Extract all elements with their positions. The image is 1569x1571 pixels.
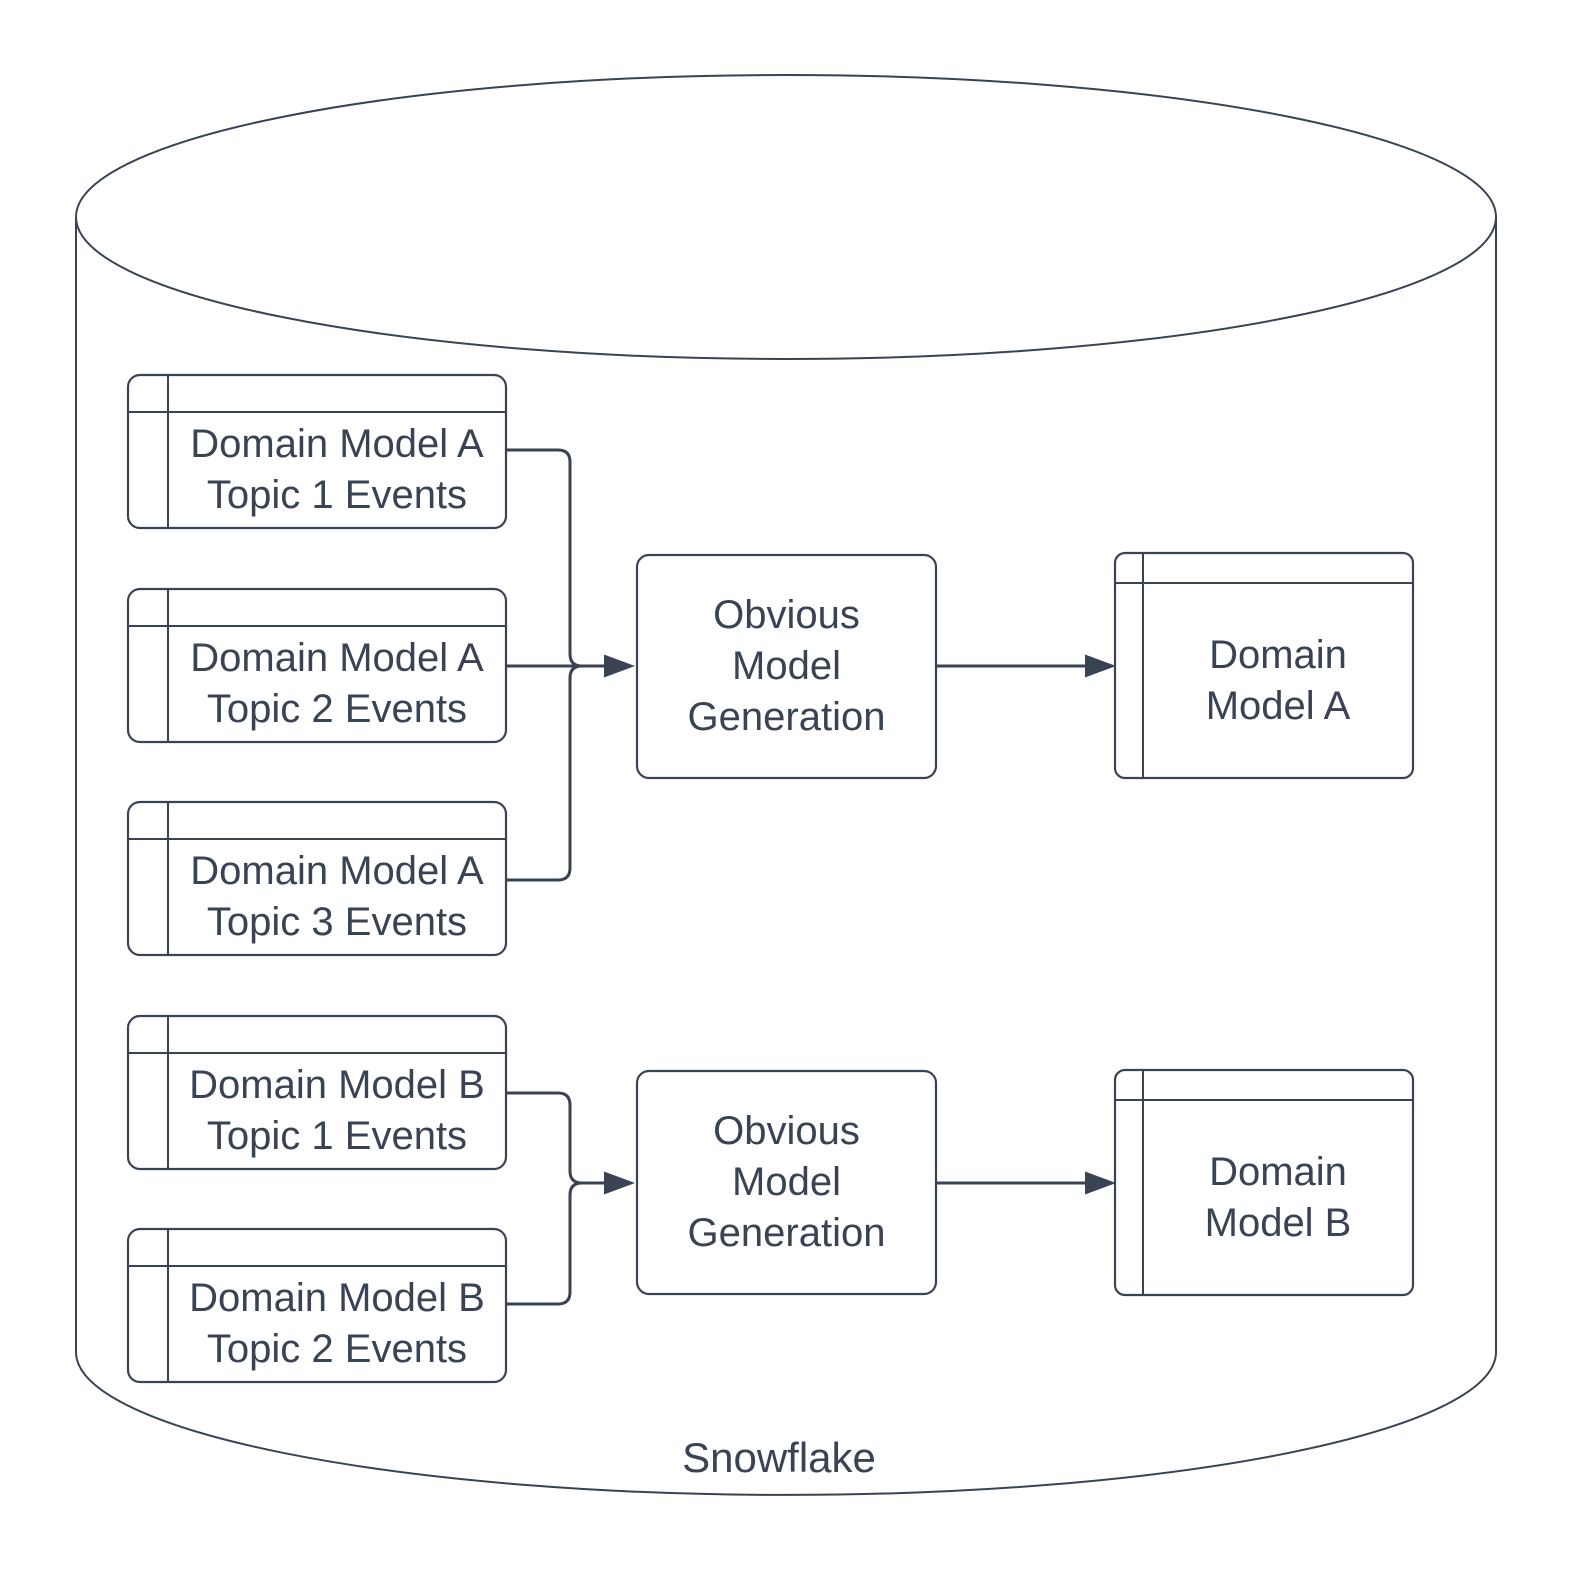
event-table-subtitle: Topic 3 Events	[206, 900, 468, 944]
event-table-label-b2: Domain Model B Topic 2 Events	[168, 1266, 506, 1382]
arrowhead-into-process-b	[604, 1171, 635, 1195]
connector-a3-to-process-a	[506, 664, 604, 882]
output-table-box-b	[1113, 1068, 1415, 1297]
event-table-title: Domain Model A	[190, 849, 484, 893]
arrowhead-into-output-b	[1085, 1171, 1116, 1195]
process-label-a: Obvious Model Generation	[637, 555, 936, 778]
arrowhead-into-output-a	[1085, 654, 1116, 678]
event-table-title: Domain Model B	[189, 1276, 485, 1320]
output-label-text: Domain Model A	[1205, 632, 1351, 728]
connector-b1-to-process-b	[506, 1091, 604, 1185]
process-label-text: Obvious Model Generation	[687, 1109, 886, 1255]
event-table-title: Domain Model A	[190, 422, 484, 466]
cylinder-body	[75, 217, 1497, 1496]
event-table-subtitle: Topic 2 Events	[206, 1327, 468, 1371]
output-table-label-b: Domain Model B	[1143, 1100, 1413, 1295]
connector-b2-to-process-b	[506, 1181, 604, 1306]
cylinder-top-ellipse	[75, 74, 1497, 360]
event-table-subtitle: Topic 1 Events	[206, 1114, 468, 1158]
event-table-label-b1: Domain Model B Topic 1 Events	[168, 1053, 506, 1169]
process-label-b: Obvious Model Generation	[637, 1071, 936, 1294]
container-label: Snowflake	[579, 1432, 979, 1484]
output-table-box-a	[1113, 551, 1415, 780]
event-table-subtitle: Topic 2 Events	[206, 687, 468, 731]
process-label-text: Obvious Model Generation	[687, 593, 886, 739]
output-table-label-a: Domain Model A	[1143, 583, 1413, 778]
container-label-text: Snowflake	[682, 1434, 876, 1481]
event-table-subtitle: Topic 1 Events	[206, 473, 468, 517]
event-table-title: Domain Model A	[190, 636, 484, 680]
output-label-text: Domain Model B	[1204, 1149, 1352, 1245]
event-table-label-a3: Domain Model A Topic 3 Events	[168, 839, 506, 955]
event-table-title: Domain Model B	[189, 1063, 485, 1107]
connector-a1-to-process-a	[506, 448, 604, 668]
event-table-label-a2: Domain Model A Topic 2 Events	[168, 626, 506, 742]
arrowhead-into-process-a	[604, 654, 635, 678]
event-table-label-a1: Domain Model A Topic 1 Events	[168, 412, 506, 528]
